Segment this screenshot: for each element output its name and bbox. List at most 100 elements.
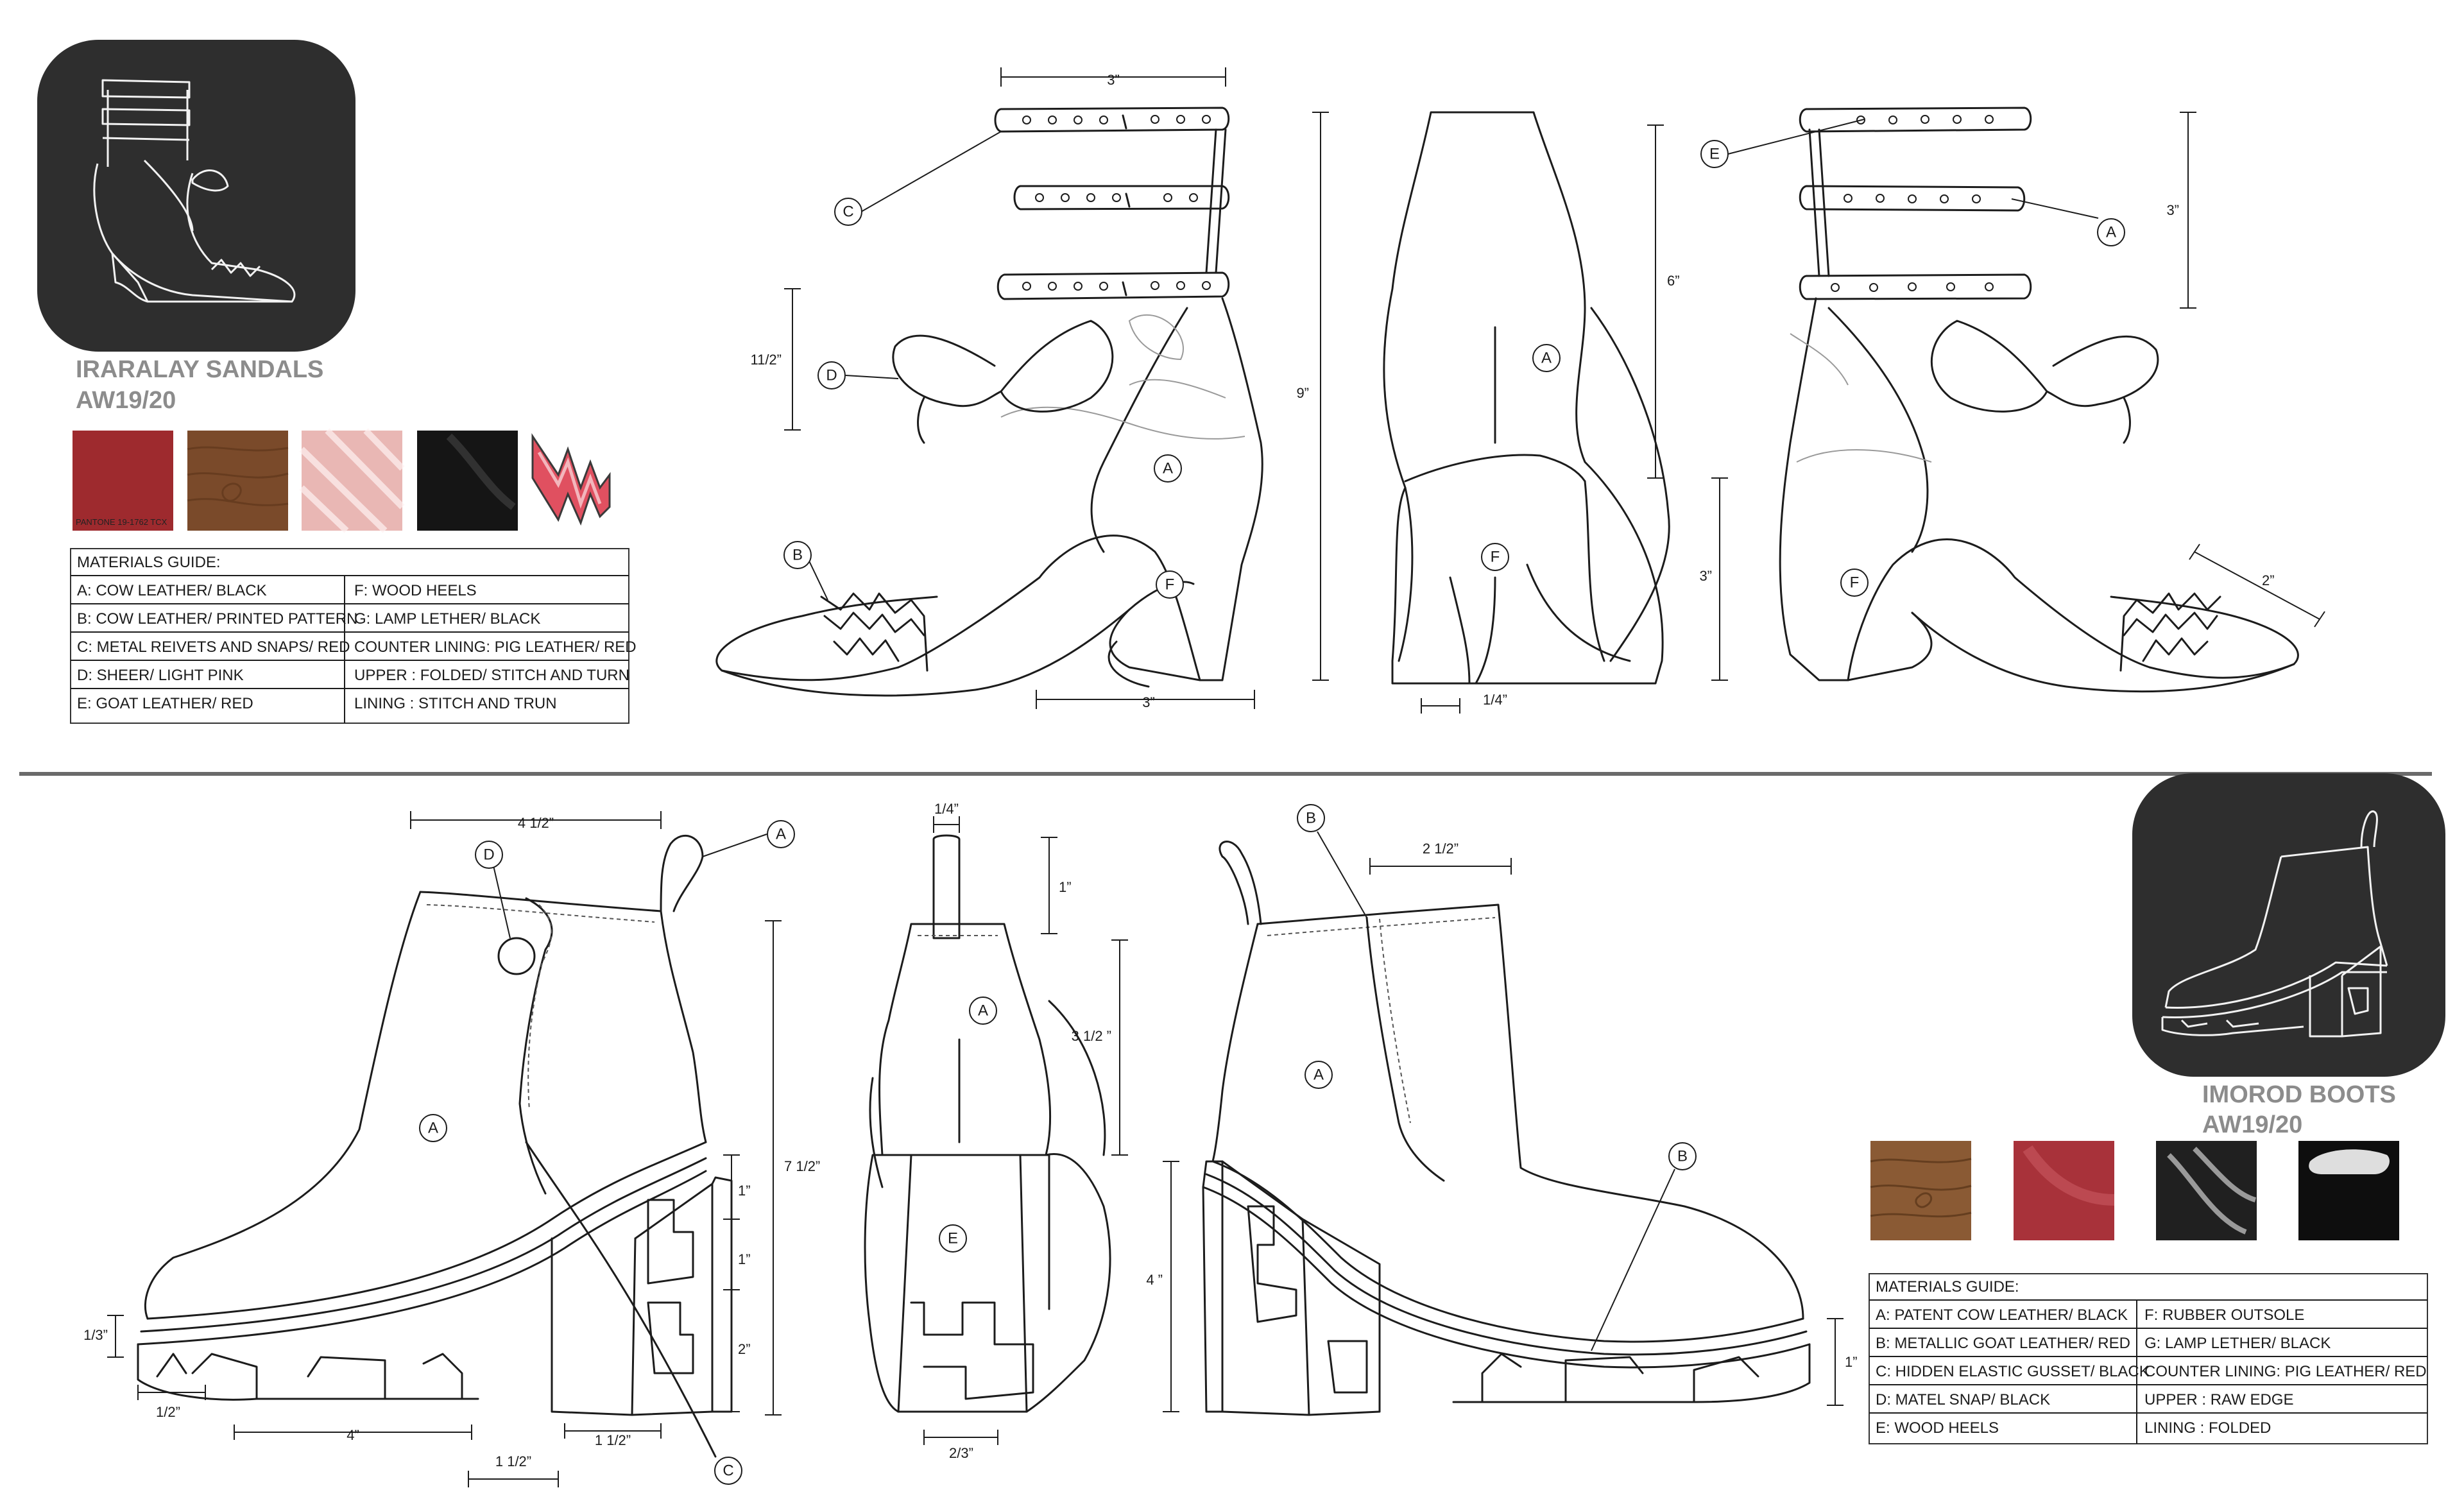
dim-base-length: 3” <box>1142 694 1155 710</box>
callout-d <box>817 361 846 389</box>
boot-callout-b-top-label: B <box>1306 810 1316 827</box>
dim-heel-width-boot: 2/3” <box>949 1445 973 1461</box>
sandal-thumbnail <box>37 40 355 352</box>
callout-a-back-label: A <box>1541 350 1552 367</box>
dim-heel-step-3: 2” <box>738 1341 751 1357</box>
sandal-side-view-left <box>715 107 1263 697</box>
dim-forefoot: 4” <box>346 1427 359 1443</box>
boot-callout-a-back <box>969 997 997 1025</box>
boot-callout-a-right <box>1305 1061 1333 1089</box>
sandals-material-b: B: COW LEATHER/ PRINTED PATTERN <box>77 610 357 628</box>
callout-f <box>1156 570 1184 599</box>
sandals-title: IRARALAY SANDALS <box>76 356 323 383</box>
boot-callout-a-tab-label: A <box>776 826 786 843</box>
dim-shaft-width: 4 1/2” <box>518 815 554 831</box>
dim-overall-height: 9” <box>1296 385 1309 401</box>
dim-toe-tread: 1/2” <box>156 1404 180 1420</box>
boots-material-c: C: HIDDEN ELASTIC GUSSET/ BLACK <box>1876 1363 2150 1380</box>
dim-tab-width: 1/4” <box>934 801 959 817</box>
callout-b-label: B <box>792 547 803 564</box>
dim-heel-step-1: 1” <box>738 1183 751 1199</box>
sandals-material-g: G: LAMP LETHER/ BLACK <box>354 610 540 628</box>
boots-material-g: G: LAMP LETHER/ BLACK <box>2144 1335 2331 1352</box>
boot-callout-c-label: C <box>723 1462 733 1480</box>
swatch-wood <box>187 431 288 531</box>
boot-callout-b <box>1668 1142 1697 1170</box>
swatch-zigzag-pattern <box>531 433 611 526</box>
sandals-material-c: C: METAL REIVETS AND SNAPS/ RED <box>77 638 350 656</box>
boot-back-callouts: A E <box>939 997 997 1253</box>
boots-season: AW19/20 <box>2202 1111 2302 1138</box>
sandals-materials-heading: MATERIALS GUIDE: <box>77 554 221 571</box>
sandals-lining: LINING : STITCH AND TRUN <box>354 695 557 712</box>
boots-upper: UPPER : RAW EDGE <box>2144 1391 2293 1408</box>
boot-callout-a-back-label: A <box>978 1002 988 1020</box>
sandal-side-left-callouts: C D B A F <box>783 198 1184 599</box>
callout-a-label: A <box>1163 460 1173 477</box>
boots-counter-lining: COUNTER LINING: PIG LEATHER/ RED <box>2144 1363 2427 1380</box>
callout-b <box>783 541 812 569</box>
callout-f-label: F <box>1165 576 1175 594</box>
sandals-season: AW19/20 <box>76 387 176 414</box>
dim-sole-front: 1/3” <box>83 1327 108 1343</box>
dim-heel-step-2: 1” <box>738 1251 751 1267</box>
dim-strap-width: 3” <box>1107 72 1120 88</box>
dim-platform: 1” <box>1845 1354 1858 1370</box>
boots-material-a: A: PATENT COW LEATHER/ BLACK <box>1876 1306 2128 1324</box>
callout-f-right-label: F <box>1850 574 1860 592</box>
callout-a-right <box>2097 218 2125 246</box>
swatch-pink-sheer <box>302 431 402 531</box>
boot-back-dimensions: 1/4” 1” 3 1/2 ” 4 ” 2/3” <box>923 801 1179 1461</box>
boot-thumbnail <box>2132 773 2445 1077</box>
callout-d-label: D <box>826 367 837 384</box>
boot-swatch-wood <box>1870 1141 1971 1240</box>
dim-back-strap-height: 3” <box>2166 202 2179 218</box>
boot-callout-a-right-label: A <box>1313 1066 1324 1084</box>
boot-side-view-right <box>1202 841 1811 1416</box>
dim-side-width: 2 1/2” <box>1423 841 1459 857</box>
callout-e-label: E <box>1709 146 1720 163</box>
dim-heel-top: 1 1/2” <box>595 1432 631 1448</box>
sandals-material-d: D: SHEER/ LIGHT PINK <box>77 667 244 684</box>
swatch-red-leather <box>73 431 173 531</box>
dim-upper-height: 6” <box>1667 273 1680 289</box>
boot-callout-e <box>939 1224 967 1253</box>
boots-material-e: E: WOOD HEELS <box>1876 1419 1999 1437</box>
sandal-back-callouts: A F <box>1481 344 1561 571</box>
callout-a <box>1154 454 1182 483</box>
boot-callout-a-label: A <box>428 1120 438 1137</box>
callout-a-right-label: A <box>2106 224 2116 241</box>
boot-back-view <box>864 834 1111 1413</box>
boot-callout-c <box>714 1457 742 1485</box>
dim-boot-height: 7 1/2” <box>784 1158 820 1174</box>
callout-c-label: C <box>843 203 853 221</box>
dim-heel-height: 3” <box>1699 568 1712 584</box>
dim-heel-width: 1/4” <box>1483 692 1507 708</box>
boot-right-callouts: B A B <box>1297 804 1697 1351</box>
boots-swatches <box>1870 1141 2399 1240</box>
swatch-black-leather <box>417 431 518 531</box>
sandal-left-dimensions: 3” 11/2” 9” 3” <box>750 67 1329 710</box>
boot-callout-d <box>475 841 503 869</box>
dim-bow-height: 11/2” <box>750 352 782 368</box>
callout-f-back-label: F <box>1491 549 1500 566</box>
boot-callout-d-label: D <box>483 846 494 864</box>
boot-left-dimensions: 4 1/2” 7 1/2” 1” 1” 2” 1/3” 1/2” 4” 1 1/… <box>83 811 820 1487</box>
boot-callout-a-tab <box>767 820 795 848</box>
dim-toe-length: 2” <box>2262 572 2275 588</box>
boot-callout-a <box>419 1114 447 1142</box>
boots-material-d: D: MATEL SNAP/ BLACK <box>1876 1391 2050 1408</box>
boots-material-f: F: RUBBER OUTSOLE <box>2144 1306 2304 1324</box>
dim-heel-base: 1 1/2” <box>495 1453 531 1469</box>
pantone-label: PANTONE 19-1762 TCX <box>76 517 167 527</box>
sandals-materials-table: MATERIALS GUIDE: A: COW LEATHER/ BLACK B… <box>70 548 637 724</box>
sandals-material-f: F: WOOD HEELS <box>354 582 477 599</box>
sandals-material-e: E: GOAT LEATHER/ RED <box>77 695 253 712</box>
boot-callout-b-label: B <box>1677 1148 1688 1165</box>
sandals-upper: UPPER : FOLDED/ STITCH AND TURN <box>354 667 629 684</box>
boots-material-b: B: METALLIC GOAT LEATHER/ RED <box>1876 1335 2130 1352</box>
boots-title: IMOROD BOOTS <box>2202 1081 2396 1108</box>
callout-e <box>1700 140 1729 168</box>
boots-lining: LINING : FOLDED <box>2144 1419 2271 1437</box>
